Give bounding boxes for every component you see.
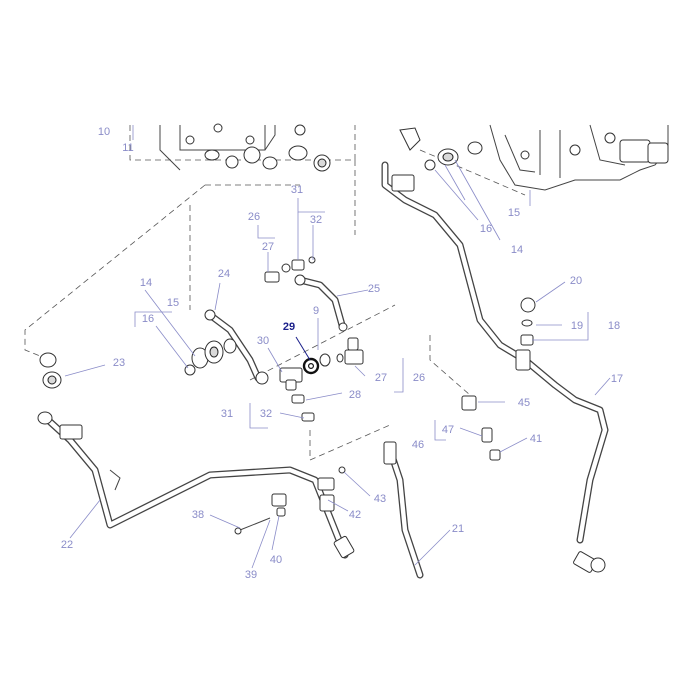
callout-label-26a: 26 [248, 211, 260, 223]
callout-label-30: 30 [257, 335, 269, 347]
pipe-25 [294, 274, 348, 332]
callout-label-18: 18 [608, 320, 620, 332]
callout-label-31a: 31 [291, 184, 303, 196]
callout-label-25: 25 [368, 283, 380, 295]
callout-label-15b: 15 [508, 207, 520, 219]
callout-label-42: 42 [349, 509, 361, 521]
callout-label-21: 21 [452, 523, 464, 535]
callout-label-45: 45 [518, 397, 530, 409]
callout-label-17: 17 [611, 373, 623, 385]
callout-label-38: 38 [192, 509, 204, 521]
callout-label-32b: 32 [260, 408, 272, 420]
pipe-24 [204, 309, 269, 385]
pipe-21 [383, 441, 424, 579]
callout-label-29: 29 [283, 321, 295, 333]
pipe-23 [37, 352, 62, 425]
pipe-17 [381, 161, 609, 573]
callout-label-39: 39 [245, 569, 257, 581]
callout-label-14b: 14 [511, 244, 523, 256]
pump-housing-left [159, 123, 331, 172]
callout-label-40: 40 [270, 554, 282, 566]
callout-label-9: 9 [313, 305, 319, 317]
callout-labels: 10 11 31 32 26 27 24 25 14 15 16 15 16 14 20 19 18 9 29 30 2… [61, 126, 623, 581]
leader-lines [64, 125, 611, 569]
callout-label-19: 19 [571, 320, 583, 332]
dashed-assembly-lines [24, 125, 526, 461]
callout-label-15a: 15 [167, 297, 179, 309]
part-29-washer [302, 357, 320, 375]
callout-label-16b: 16 [480, 223, 492, 235]
callout-label-41: 41 [530, 433, 542, 445]
callout-label-24: 24 [218, 268, 230, 280]
callout-label-43: 43 [374, 493, 386, 505]
callout-label-20: 20 [570, 275, 582, 287]
callout-label-16a: 16 [142, 313, 154, 325]
callout-label-46: 46 [412, 439, 424, 451]
callout-label-10: 10 [98, 126, 110, 138]
callout-label-23: 23 [113, 357, 125, 369]
callout-label-31b: 31 [221, 408, 233, 420]
callout-label-22: 22 [61, 539, 73, 551]
pump-housing-right [399, 124, 669, 191]
callout-label-26b: 26 [413, 372, 425, 384]
callout-label-14a: 14 [140, 277, 152, 289]
callout-label-11: 11 [122, 142, 133, 154]
pipe-22 [44, 416, 355, 559]
callout-label-28: 28 [349, 389, 361, 401]
callout-label-27a: 27 [262, 241, 274, 253]
callout-label-27b: 27 [375, 372, 387, 384]
callout-label-47: 47 [442, 424, 454, 436]
callout-label-32a: 32 [310, 214, 322, 226]
